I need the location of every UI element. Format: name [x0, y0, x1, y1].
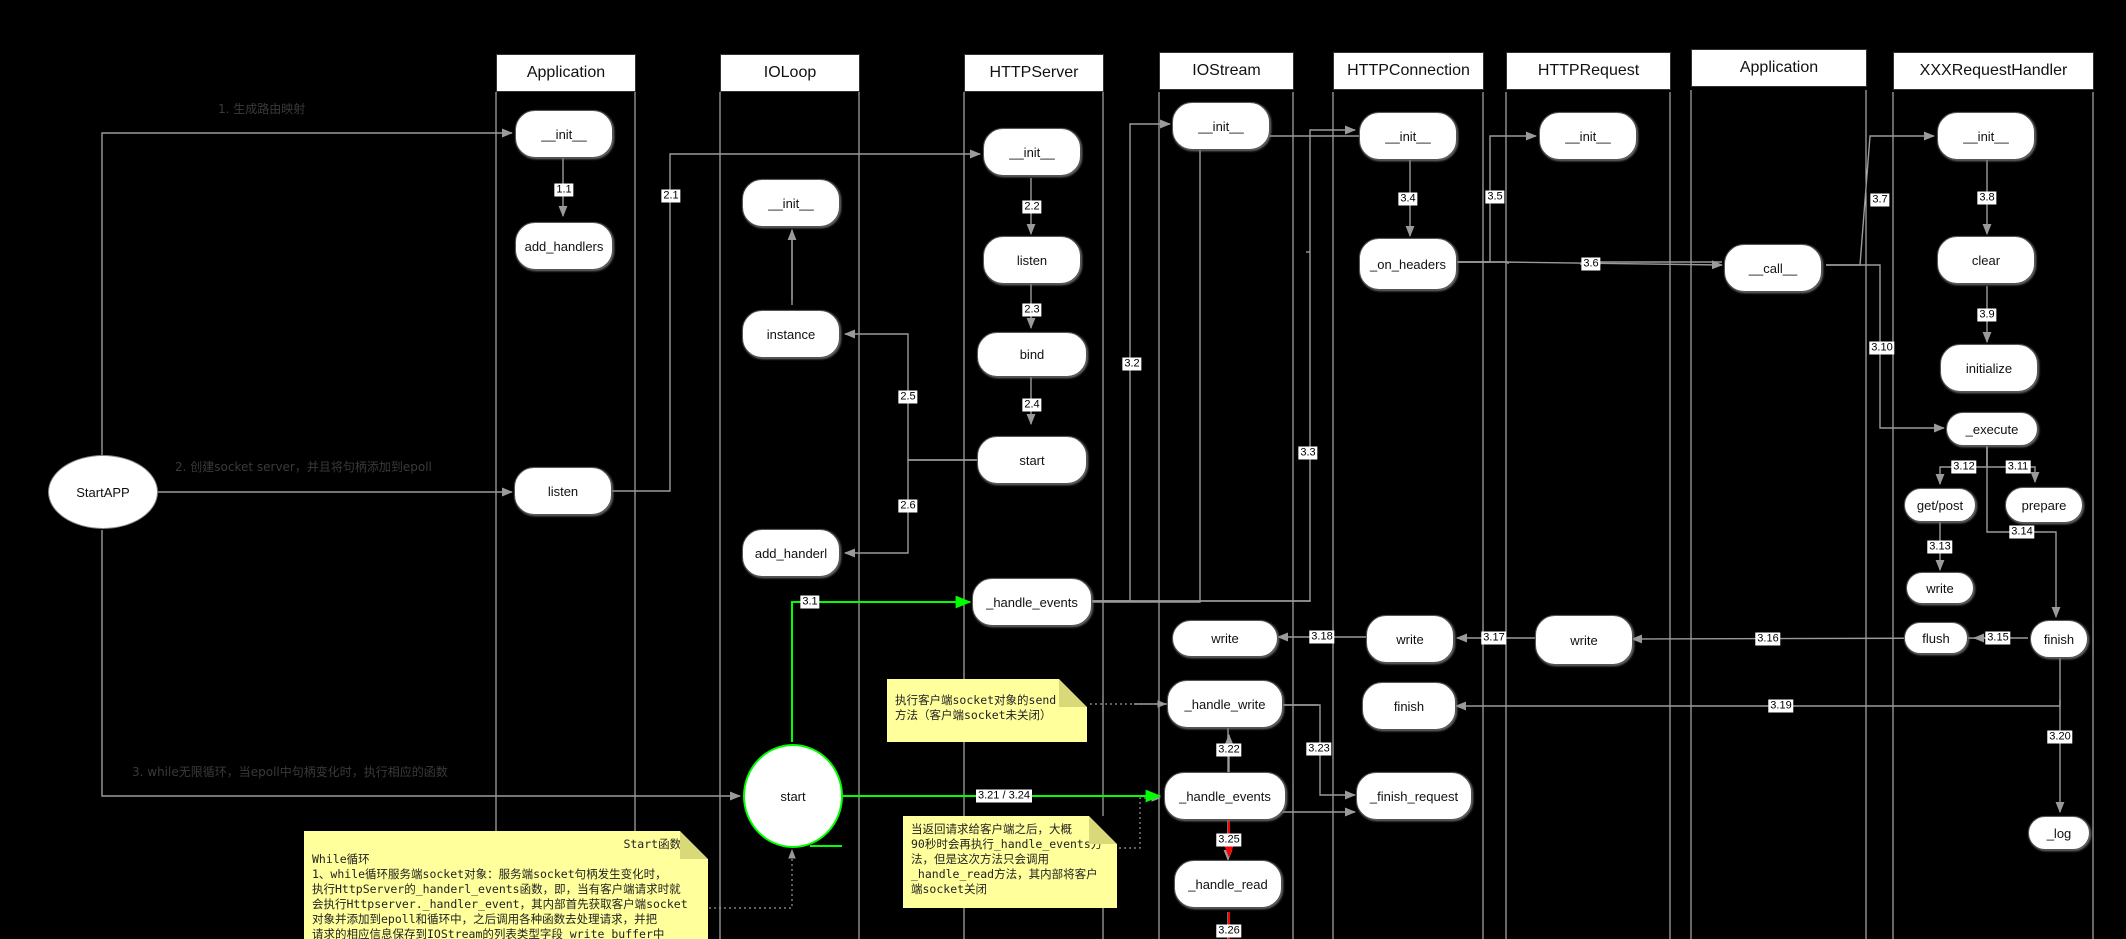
- edge-label-3-15: 3.15: [1985, 631, 2011, 645]
- edge-label-3-3: 3.3: [1298, 446, 1318, 460]
- edge-label-2-5: 2.5: [898, 390, 918, 404]
- prepare-node[interactable]: prepare: [2005, 487, 2083, 523]
- edge-label-3-2: 3.2: [1122, 357, 1142, 371]
- edge-label-3-4: 3.4: [1398, 192, 1418, 206]
- app-listen-node[interactable]: listen: [514, 467, 612, 515]
- iostream-init-node[interactable]: __init__: [1172, 102, 1270, 150]
- req-write-node[interactable]: write: [1535, 615, 1633, 665]
- lane-header-application: Application: [496, 54, 636, 92]
- note-start-line-4: 会执行Httpserver._handler_event，其内部首先获取客户端s…: [312, 897, 688, 911]
- initialize-node[interactable]: initialize: [1940, 344, 2038, 392]
- note-start-line-1: While循环: [312, 852, 370, 866]
- note-return-line-4: _handle_read方法，其内部将客户: [911, 867, 1098, 881]
- step-3-label: 3. while无限循环，当epoll中句柄变化时，执行相应的函数: [132, 765, 448, 779]
- edge-label-3-5: 3.5: [1485, 190, 1505, 204]
- edge-label-2-3: 2.3: [1022, 303, 1042, 317]
- edge-label-2-2: 2.2: [1022, 200, 1042, 214]
- note-start-line-6: 请求的相应信息保存到IOStream的列表类型字段 write_buffer中: [312, 927, 665, 939]
- conn-finish-node[interactable]: finish: [1362, 682, 1456, 730]
- call-node[interactable]: __call__: [1724, 244, 1822, 292]
- lane-header-ioloop: IOLoop: [720, 54, 860, 92]
- note-start-line-3: 执行HttpServer的_handerl_events函数，即，当有客户端请求…: [312, 882, 681, 896]
- edge-label-1-1: 1.1: [554, 183, 574, 197]
- note-start-line-2: 1、while循环服务端socket对象：服务端socket句柄发生变化时，: [312, 867, 667, 881]
- edge-label-3-19: 3.19: [1768, 699, 1794, 713]
- add-handler-node[interactable]: add_handerl: [742, 529, 840, 577]
- execute-node[interactable]: _execute: [1946, 412, 2038, 446]
- edge-label-3-8: 3.8: [1977, 191, 1997, 205]
- lane-header-iostream: IOStream: [1159, 52, 1294, 90]
- note-return-line-1: 当返回请求给客户端之后，大概: [911, 822, 1072, 836]
- handler-finish-node[interactable]: finish: [2030, 620, 2088, 658]
- edge-label-3-6: 3.6: [1581, 257, 1601, 271]
- handler-init-node[interactable]: __init__: [1937, 112, 2035, 160]
- edge-label-3-10: 3.10: [1869, 341, 1895, 355]
- swimlane-borders: [495, 90, 2094, 939]
- edge-label-3-16: 3.16: [1755, 632, 1781, 646]
- note-send: 执行客户端socket对象的send 方法（客户端socket未关闭）: [887, 679, 1087, 742]
- edge-label-2-1: 2.1: [661, 189, 681, 203]
- ioloop-start-node[interactable]: start: [743, 744, 843, 848]
- edge-label-3-22: 3.22: [1216, 743, 1242, 757]
- on-headers-node[interactable]: _on_headers: [1359, 238, 1457, 290]
- note-start-title: Start函数—: [623, 837, 688, 851]
- edge-label-3-7: 3.7: [1870, 193, 1890, 207]
- bind-node[interactable]: bind: [977, 332, 1087, 377]
- lane-header-httpconnection: HTTPConnection: [1333, 52, 1484, 90]
- handler-write-node[interactable]: write: [1906, 572, 1974, 604]
- conn-init-node[interactable]: __init__: [1359, 112, 1457, 160]
- edge-label-3-26: 3.26: [1216, 924, 1242, 938]
- log-node[interactable]: _log: [2028, 816, 2090, 850]
- edge-label-3-13: 3.13: [1927, 540, 1953, 554]
- edge-label-3-9: 3.9: [1977, 308, 1997, 322]
- start-app-node[interactable]: StartAPP: [48, 455, 158, 529]
- note-start-line-5: 对象并添加到epoll和循环中，之后调用各种函数去处理请求，并把: [312, 912, 658, 926]
- step-2-label: 2. 创建socket server，并且将句柄添加到epoll: [175, 460, 432, 474]
- server-start-node[interactable]: start: [977, 436, 1087, 484]
- finish-request-node[interactable]: _finish_request: [1356, 772, 1472, 820]
- handle-write-node[interactable]: _handle_write: [1167, 680, 1283, 728]
- note-send-line-2: 方法（客户端socket未关闭）: [895, 708, 1052, 722]
- lane-header-request-handler: XXXRequestHandler: [1893, 52, 2094, 90]
- edge-label-3-25: 3.25: [1216, 833, 1242, 847]
- note-return-line-3: 法，但是这次方法只会调用: [911, 852, 1049, 866]
- add-handlers-node[interactable]: add_handlers: [515, 222, 613, 270]
- edge-label-2-4: 2.4: [1022, 398, 1042, 412]
- ioloop-init-node[interactable]: __init__: [742, 179, 840, 227]
- handle-read-node[interactable]: _handle_read: [1174, 860, 1282, 908]
- clear-node[interactable]: clear: [1937, 236, 2035, 284]
- app-init-node[interactable]: __init__: [515, 110, 613, 158]
- edge-label-3-17: 3.17: [1481, 631, 1507, 645]
- server-listen-node[interactable]: listen: [983, 236, 1081, 284]
- edge-label-3-21-3-24: 3.21 / 3.24: [976, 789, 1032, 803]
- iostream-write-node[interactable]: write: [1172, 620, 1278, 657]
- edge-label-3-12: 3.12: [1951, 460, 1977, 474]
- edge-label-3-14: 3.14: [2009, 525, 2035, 539]
- note-return-line-2: 90秒时会再执行_handle_events方: [911, 837, 1103, 851]
- edge-label-3-1: 3.1: [800, 595, 820, 609]
- req-init-node[interactable]: __init__: [1539, 112, 1637, 160]
- lane-header-httprequest: HTTPRequest: [1506, 52, 1671, 90]
- server-handle-events-node[interactable]: _handle_events: [972, 578, 1092, 626]
- step-1-label: 1. 生成路由映射: [218, 102, 306, 116]
- instance-node[interactable]: instance: [742, 310, 840, 358]
- note-return-line-5: 端socket关闭: [911, 882, 988, 896]
- flush-node[interactable]: flush: [1904, 622, 1968, 654]
- note-send-line-1: 执行客户端socket对象的send: [895, 693, 1057, 707]
- server-init-node[interactable]: __init__: [983, 128, 1081, 176]
- iostream-handle-events-node[interactable]: _handle_events: [1164, 772, 1286, 820]
- lane-header-httpserver: HTTPServer: [964, 54, 1104, 92]
- lane-header-application-2: Application: [1691, 49, 1867, 87]
- edge-label-3-20: 3.20: [2047, 730, 2073, 744]
- edge-label-3-11: 3.11: [2005, 460, 2031, 474]
- edge-label-2-6: 2.6: [898, 499, 918, 513]
- get-post-node[interactable]: get/post: [1904, 488, 1976, 522]
- edge-label-3-18: 3.18: [1309, 630, 1335, 644]
- conn-write-node[interactable]: write: [1366, 615, 1454, 663]
- edge-label-3-23: 3.23: [1306, 742, 1332, 756]
- note-return: 当返回请求给客户端之后，大概 90秒时会再执行_handle_events方 法…: [903, 816, 1117, 908]
- note-start-function: Start函数— While循环 1、while循环服务端socket对象：服务…: [304, 831, 708, 939]
